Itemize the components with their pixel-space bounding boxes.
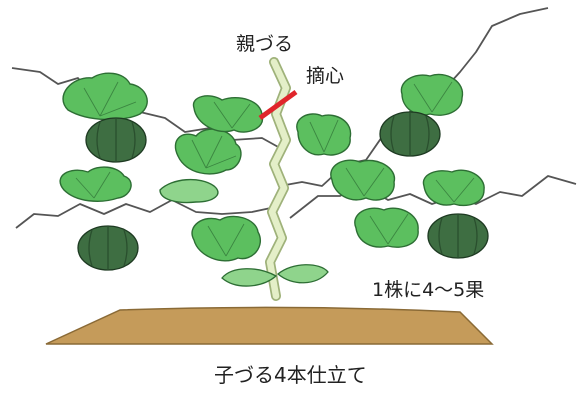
- caption-label: 子づる4本仕立て: [214, 363, 367, 387]
- cotyledon-left: [221, 268, 278, 287]
- leaf: [59, 166, 132, 202]
- fruit-count-label: 1株に4〜5果: [372, 279, 484, 301]
- leaves: [59, 72, 485, 262]
- leaf: [192, 95, 264, 133]
- leaf: [191, 215, 261, 262]
- leaf: [400, 73, 464, 116]
- leaf: [62, 72, 148, 121]
- main-vine-label: 親づる: [236, 33, 293, 55]
- cotyledon-right: [277, 264, 329, 284]
- leaf: [330, 159, 396, 201]
- pumpkin: [427, 213, 489, 259]
- leaf: [354, 207, 419, 248]
- leaf: [422, 169, 485, 207]
- pumpkin: [77, 225, 139, 271]
- leaf-veins: [75, 81, 475, 257]
- soil-mound: [45, 306, 494, 345]
- pumpkin: [379, 111, 441, 157]
- pinching-label: 摘心: [306, 65, 344, 87]
- child-vine-lower-right: [289, 175, 577, 219]
- pumpkin: [85, 117, 147, 163]
- pinching-cut-mark: [258, 89, 298, 121]
- leaf: [296, 113, 352, 156]
- child-vine-lower-left: [15, 199, 281, 229]
- leaf: [159, 179, 219, 204]
- cotyledons: [221, 264, 329, 287]
- pumpkins: [77, 111, 489, 271]
